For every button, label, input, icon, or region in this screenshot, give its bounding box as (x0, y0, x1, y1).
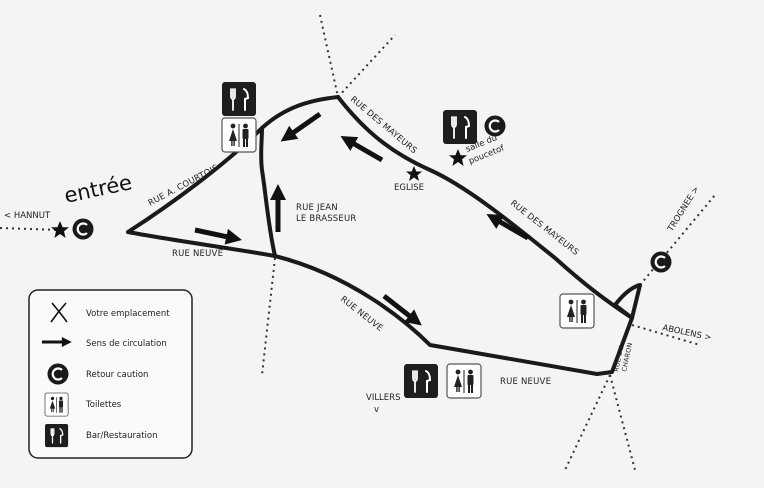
hall-star-icon (449, 149, 467, 166)
toilet-icon (559, 293, 595, 329)
caution-c-icon (71, 217, 95, 241)
legend-label-direction: Sens de circulation (86, 339, 167, 349)
caution-c-icon (46, 362, 70, 386)
main-route (126, 95, 642, 376)
street-rue-jean: RUE JEAN (296, 203, 338, 213)
entrance-label: entrée (62, 170, 134, 208)
arrow-icon (379, 290, 427, 332)
legend-label-caution: Retour caution (86, 370, 148, 380)
arrow-icon (270, 184, 286, 232)
legend: Votre emplacement Sens de circulation Re… (28, 289, 193, 459)
legend-label-toilet: Toilettes (85, 400, 122, 410)
direction-hannut: < HANNUT (4, 211, 51, 221)
x-mark-icon (50, 302, 68, 323)
toilet-icon (44, 392, 69, 417)
restaurant-icon (44, 423, 69, 448)
direction-villers: VILLERS (366, 393, 400, 403)
place-eglise: EGLISE (394, 183, 424, 193)
toilet-icon (446, 363, 482, 399)
caution-c-icon (483, 114, 507, 138)
street-rue-courtois: RUE A. COURTOIS (147, 163, 221, 209)
toilet-icon (221, 117, 257, 153)
caution-c-icon (649, 250, 673, 274)
legend-label-location: Votre emplacement (86, 309, 170, 319)
direction-abolens: ABOLENS > (661, 323, 712, 343)
street-rue-neuve-3: RUE NEUVE (500, 377, 551, 387)
legend-label-restaurant: Bar/Restauration (86, 431, 158, 441)
church-star-icon (406, 166, 422, 181)
street-le-brasseur: LE BRASSEUR (296, 214, 357, 224)
restaurant-icon (221, 81, 257, 117)
restaurant-icon (403, 363, 439, 399)
arrow-icon (336, 129, 386, 167)
restaurant-icon (442, 109, 478, 145)
entrance-star-icon (51, 221, 69, 238)
street-rue-neuve-1: RUE NEUVE (172, 249, 223, 259)
dotted-roads (0, 14, 716, 471)
direction-trognee: TROGNEE > (666, 185, 702, 235)
direction-villers-arrow: v (374, 405, 379, 415)
